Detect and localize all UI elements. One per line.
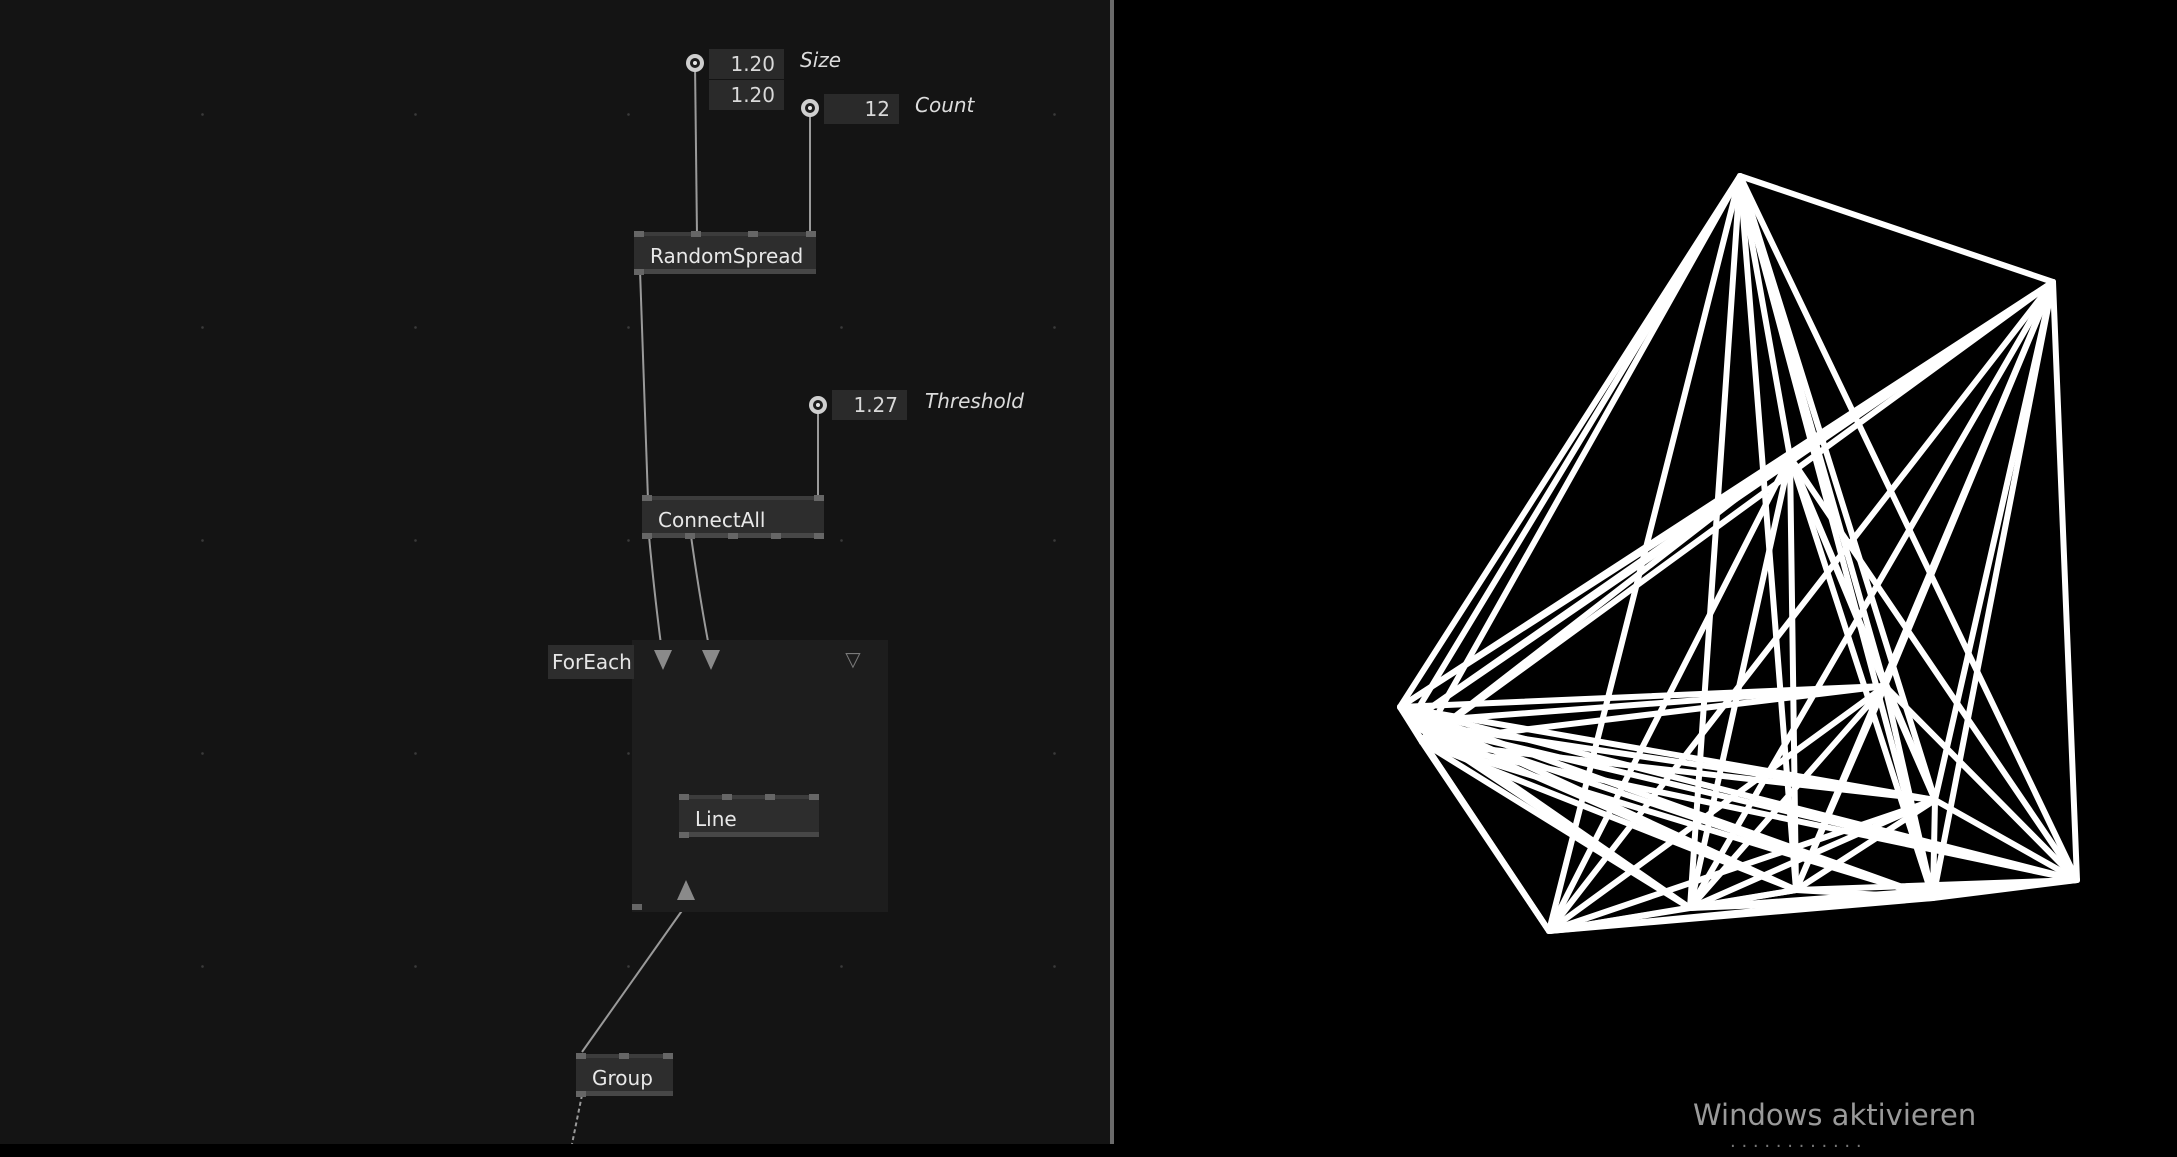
connection-line xyxy=(2050,279,2080,883)
connection-line xyxy=(1407,719,1425,745)
node-input-pin[interactable] xyxy=(722,794,732,800)
link-connectall-to-foreach-b xyxy=(690,535,711,653)
connection-line xyxy=(1407,719,1938,803)
foreach-output-port-icon[interactable]: ▽ xyxy=(845,647,861,671)
connection-line xyxy=(1930,797,1938,901)
node-input-pin[interactable] xyxy=(806,231,816,237)
connection-line xyxy=(1930,877,2080,901)
connection-line xyxy=(1407,173,1743,725)
node-output-pin[interactable] xyxy=(642,533,652,539)
connection-line xyxy=(1407,719,1552,934)
connection-line xyxy=(1397,704,1413,725)
link-randomspread-to-connectall xyxy=(639,269,649,501)
render-viewport[interactable] xyxy=(1114,0,2177,1144)
node-output-pin[interactable] xyxy=(728,533,738,539)
line-node-title: Line xyxy=(695,807,737,831)
link-group-out xyxy=(571,1094,583,1144)
connection-line xyxy=(1737,173,2056,285)
node-output-pin[interactable] xyxy=(685,533,695,539)
connection-line xyxy=(1737,173,1793,460)
node-input-pin[interactable] xyxy=(663,1053,673,1059)
connection-line xyxy=(1787,454,1936,901)
link-size-to-randomspread xyxy=(694,62,698,237)
connection-line xyxy=(1419,454,1793,745)
iobox-pin-icon[interactable] xyxy=(686,54,704,72)
count-label: Count xyxy=(915,93,975,117)
connection-line xyxy=(1419,279,2056,745)
connection-line xyxy=(1787,454,2080,883)
panel-splitter[interactable] xyxy=(1110,0,1114,1144)
connection-line xyxy=(1932,279,2056,803)
connection-line xyxy=(1546,683,1888,934)
node-input-pin[interactable] xyxy=(619,1053,629,1059)
connectall-node[interactable]: ConnectAll xyxy=(642,495,824,539)
connection-line xyxy=(1687,895,1936,911)
connection-line xyxy=(1737,173,1799,893)
connection-line xyxy=(1687,279,2056,911)
link-connectall-to-foreach-a xyxy=(648,535,663,653)
windows-activation-watermark: Windows aktivieren xyxy=(1693,1098,1977,1132)
node-input-pin[interactable] xyxy=(809,794,819,800)
connectall-node-title: ConnectAll xyxy=(658,508,766,532)
node-output-pin[interactable] xyxy=(576,1091,586,1097)
randomspread-node-title: RandomSpread xyxy=(650,244,804,268)
connection-line xyxy=(1687,797,1938,911)
randomspread-node[interactable]: RandomSpread xyxy=(634,231,816,275)
line-node[interactable]: Line xyxy=(679,794,819,838)
render-lines xyxy=(1397,173,2080,934)
node-input-pin[interactable] xyxy=(576,1053,586,1059)
connection-line xyxy=(1419,739,1938,803)
foreach-input-port-icon[interactable] xyxy=(654,650,672,670)
connection-line xyxy=(1793,797,1938,893)
connection-line xyxy=(1793,887,1936,901)
node-output-pin[interactable] xyxy=(814,533,824,539)
node-output-pin[interactable] xyxy=(634,269,644,275)
connection-line xyxy=(1882,683,2080,883)
connection-line xyxy=(1793,877,2080,893)
size-x-value[interactable]: 1.20 xyxy=(709,49,784,79)
connection-line xyxy=(1787,454,1799,893)
group-node-title: Group xyxy=(592,1066,653,1090)
node-input-pin[interactable] xyxy=(748,231,758,237)
iobox-pin-icon[interactable] xyxy=(809,396,827,414)
foreach-label[interactable]: ForEach xyxy=(548,645,634,679)
connection-line xyxy=(1407,683,1888,725)
connection-line xyxy=(1687,454,1793,911)
node-output-pin[interactable] xyxy=(771,533,781,539)
size-label: Size xyxy=(800,48,842,72)
threshold-value[interactable]: 1.27 xyxy=(832,390,907,420)
connection-line xyxy=(1932,797,2080,883)
node-input-pin[interactable] xyxy=(814,495,824,501)
iobox-pin-icon[interactable] xyxy=(801,99,819,117)
connection-line xyxy=(1882,683,1938,803)
count-value[interactable]: 12 xyxy=(824,94,899,124)
link-foreach-out-to-group xyxy=(581,904,687,1053)
node-input-pin[interactable] xyxy=(691,231,701,237)
foreach-region[interactable] xyxy=(632,640,888,912)
connection-line xyxy=(1882,683,1936,901)
connection-line xyxy=(1407,454,1793,725)
connection-line xyxy=(1397,454,1793,710)
foreach-output-port-icon[interactable] xyxy=(677,880,695,900)
node-input-pin[interactable] xyxy=(642,495,652,501)
connection-line xyxy=(1687,683,1888,911)
connection-line xyxy=(1737,173,1938,803)
group-node[interactable]: Group xyxy=(576,1053,673,1097)
foreach-input-port-icon[interactable] xyxy=(702,650,720,670)
node-input-pin[interactable] xyxy=(765,794,775,800)
windows-activation-subtext: · · · · · · · · · · · · xyxy=(1730,1136,1862,1157)
connection-line xyxy=(1930,279,2056,901)
node-output-pin[interactable] xyxy=(679,832,689,838)
patch-links xyxy=(571,62,819,1144)
foreach-resize-handle[interactable] xyxy=(632,904,642,910)
connection-line xyxy=(1737,173,1936,901)
threshold-label: Threshold xyxy=(925,389,1025,413)
patch-editor[interactable]: 1.20 1.20 Size 12 Count RandomSpread 1.2… xyxy=(0,0,1110,1144)
node-input-pin[interactable] xyxy=(634,231,644,237)
node-input-pin[interactable] xyxy=(679,794,689,800)
connection-line xyxy=(1419,173,1743,745)
size-y-value[interactable]: 1.20 xyxy=(709,80,784,110)
